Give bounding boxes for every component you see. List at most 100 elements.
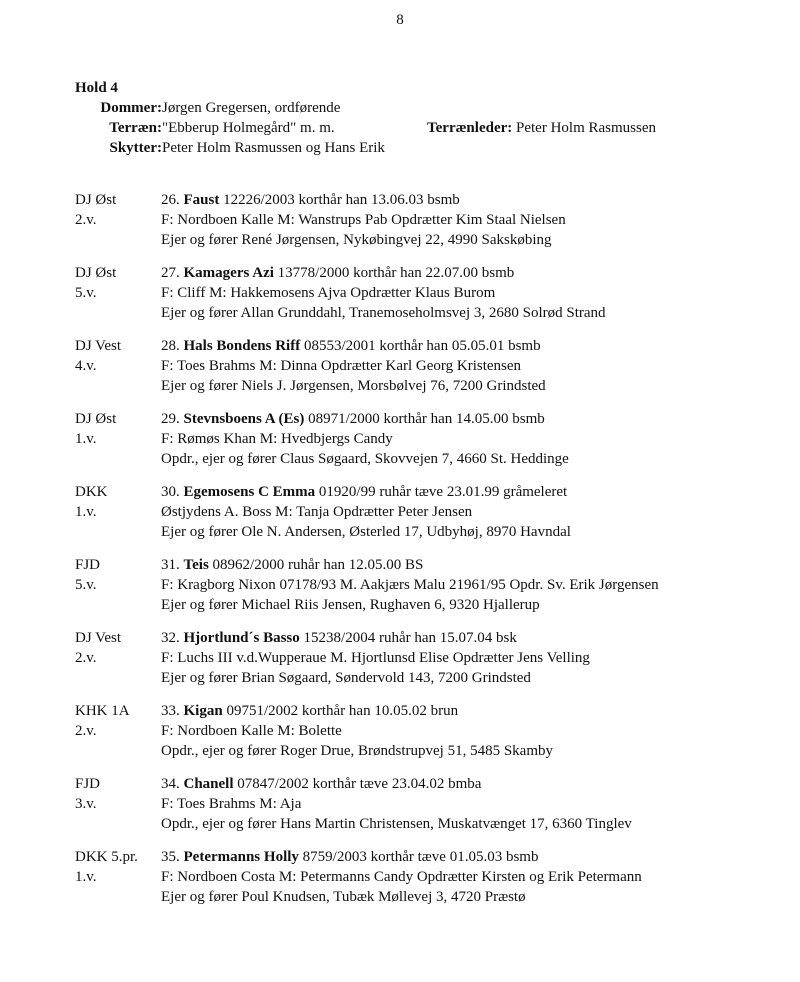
entry-placement: 1.v.: [75, 504, 97, 520]
entry-line1: 35. Petermanns Holly 8759/2003 korthår t…: [161, 847, 775, 867]
judges-row: Dommer: Jørgen Gregersen, ordførende: [75, 98, 775, 118]
entry-body: 34. Chanell 07847/2002 korthår tæve 23.0…: [161, 774, 775, 834]
dog-name: Kigan: [183, 703, 223, 719]
entry-line1: 31. Teis 08962/2000 ruhår han 12.05.00 B…: [161, 555, 775, 575]
entry-body: 32. Hjortlund´s Basso 15238/2004 ruhår h…: [161, 628, 775, 688]
page-number: 8: [396, 12, 404, 28]
dog-details: 01920/99 ruhår tæve 23.01.99 gråmeleret: [315, 484, 568, 500]
entry-owner: Opdr., ejer og fører Hans Martin Christe…: [161, 816, 632, 832]
entry-club: DJ Vest: [75, 338, 121, 354]
entry-line1: 32. Hjortlund´s Basso 15238/2004 ruhår h…: [161, 628, 775, 648]
entry-line1: 27. Kamagers Azi 13778/2000 korthår han …: [161, 263, 775, 283]
shooters-row: Skytter: Peter Holm Rasmussen og Hans Er…: [75, 138, 775, 158]
dog-name: Kamagers Azi: [183, 265, 274, 281]
dog-details: 09751/2002 korthår han 10.05.02 brun: [222, 703, 459, 719]
entry-line1: 33. Kigan 09751/2002 korthår han 10.05.0…: [161, 701, 775, 721]
entry-club: FJD: [75, 557, 101, 573]
entry: DJ Vest 2.v. 32. Hjortlund´s Basso 15238…: [75, 628, 775, 688]
entry-body: 30. Egemosens C Emma 01920/99 ruhår tæve…: [161, 482, 775, 542]
entry-class: KHK 1A 2.v.: [75, 701, 161, 761]
entry-line1: 30. Egemosens C Emma 01920/99 ruhår tæve…: [161, 482, 775, 502]
shooters-value: Peter Holm Rasmussen og Hans Erik: [162, 140, 385, 156]
entry-line1: 26. Faust 12226/2003 korthår han 13.06.0…: [161, 190, 775, 210]
dog-name: Teis: [183, 557, 209, 573]
entry-parents: F: Nordboen Costa M: Petermanns Candy Op…: [161, 869, 642, 885]
entry-owner: Ejer og fører Niels J. Jørgensen, Morsbø…: [161, 378, 546, 394]
dog-details: 08553/2001 korthår han 05.05.01 bsmb: [300, 338, 541, 354]
entry-body: 35. Petermanns Holly 8759/2003 korthår t…: [161, 847, 775, 907]
entry: DJ Øst 5.v. 27. Kamagers Azi 13778/2000 …: [75, 263, 775, 323]
entry-body: 28. Hals Bondens Riff 08553/2001 korthår…: [161, 336, 775, 396]
entry-placement: 5.v.: [75, 577, 97, 593]
entry-class: DJ Vest 2.v.: [75, 628, 161, 688]
dog-name: Petermanns Holly: [183, 849, 299, 865]
shooters-label: Skytter:: [109, 140, 163, 156]
entry-number: 30.: [161, 484, 180, 500]
entry-line1: 28. Hals Bondens Riff 08553/2001 korthår…: [161, 336, 775, 356]
judges-label: Dommer:: [100, 100, 162, 116]
entry-placement: 2.v.: [75, 650, 97, 666]
entry-parents: F: Kragborg Nixon 07178/93 M. Aakjærs Ma…: [161, 577, 659, 593]
dog-name: Hjortlund´s Basso: [183, 630, 300, 646]
entry-placement: 2.v.: [75, 212, 97, 228]
entry-club: DKK: [75, 484, 108, 500]
entry: KHK 1A 2.v. 33. Kigan 09751/2002 korthår…: [75, 701, 775, 761]
entry: DJ Vest 4.v. 28. Hals Bondens Riff 08553…: [75, 336, 775, 396]
entry-body: 29. Stevnsboens A (Es) 08971/2000 korthå…: [161, 409, 775, 469]
entry: FJD 5.v. 31. Teis 08962/2000 ruhår han 1…: [75, 555, 775, 615]
dog-name: Stevnsboens A (Es): [183, 411, 305, 427]
entry-body: 31. Teis 08962/2000 ruhår han 12.05.00 B…: [161, 555, 775, 615]
entry-owner: Opdr., ejer og fører Roger Drue, Brøndst…: [161, 743, 554, 759]
dog-details: 08962/2000 ruhår han 12.05.00 BS: [208, 557, 424, 573]
dog-details: 13778/2000 korthår han 22.07.00 bsmb: [273, 265, 515, 281]
entry-club: FJD: [75, 776, 101, 792]
dog-details: 07847/2002 korthår tæve 23.04.02 bmba: [233, 776, 482, 792]
entry-class: FJD 3.v.: [75, 774, 161, 834]
entry-placement: 3.v.: [75, 796, 97, 812]
entry-number: 26.: [161, 192, 180, 208]
entry: FJD 3.v. 34. Chanell 07847/2002 korthår …: [75, 774, 775, 834]
dog-name: Chanell: [183, 776, 234, 792]
judges-value: Jørgen Gregersen, ordførende: [162, 100, 341, 116]
entry-parents: F: Toes Brahms M: Dinna Opdrætter Karl G…: [161, 358, 522, 374]
entry-line1: 34. Chanell 07847/2002 korthår tæve 23.0…: [161, 774, 775, 794]
entry-class: DJ Øst 1.v.: [75, 409, 161, 469]
entry-owner: Ejer og fører Brian Søgaard, Søndervold …: [161, 670, 531, 686]
hold-title: Hold 4: [75, 80, 118, 96]
entry-club: DJ Øst: [75, 411, 117, 427]
entry-number: 35.: [161, 849, 180, 865]
entry-class: DKK 5.pr. 1.v.: [75, 847, 161, 907]
entry-parents: F: Nordboen Kalle M: Bolette: [161, 723, 342, 739]
terrain-label: Terræn:: [109, 120, 162, 136]
dog-details: 15238/2004 ruhår han 15.07.04 bsk: [299, 630, 517, 646]
entry: DJ Øst 2.v. 26. Faust 12226/2003 korthår…: [75, 190, 775, 250]
entry-placement: 2.v.: [75, 723, 97, 739]
dog-name: Faust: [183, 192, 220, 208]
entry-class: FJD 5.v.: [75, 555, 161, 615]
entry-class: DJ Vest 4.v.: [75, 336, 161, 396]
entry-parents: F: Toes Brahms M: Aja: [161, 796, 302, 812]
entry-body: 33. Kigan 09751/2002 korthår han 10.05.0…: [161, 701, 775, 761]
entry-list: DJ Øst 2.v. 26. Faust 12226/2003 korthår…: [75, 190, 775, 920]
entry-class: DKK 1.v.: [75, 482, 161, 542]
entry-number: 31.: [161, 557, 180, 573]
dog-details: 8759/2003 korthår tæve 01.05.03 bsmb: [298, 849, 539, 865]
entry-club: DJ Øst: [75, 265, 117, 281]
entry: DKK 1.v. 30. Egemosens C Emma 01920/99 r…: [75, 482, 775, 542]
entry-owner: Opdr., ejer og fører Claus Søgaard, Skov…: [161, 451, 569, 467]
entry-line1: 29. Stevnsboens A (Es) 08971/2000 korthå…: [161, 409, 775, 429]
entry-number: 29.: [161, 411, 180, 427]
entry-body: 26. Faust 12226/2003 korthår han 13.06.0…: [161, 190, 775, 250]
dog-name: Egemosens C Emma: [183, 484, 316, 500]
terrain-value: "Ebberup Holmegård" m. m.: [162, 120, 335, 136]
entry-club: DJ Øst: [75, 192, 117, 208]
hold-header: Hold 4 Dommer: Jørgen Gregersen, ordføre…: [75, 78, 775, 158]
entry-owner: Ejer og fører Michael Riis Jensen, Rugha…: [161, 597, 540, 613]
terrain-leader-value: Peter Holm Rasmussen: [516, 120, 657, 136]
entry-placement: 1.v.: [75, 869, 97, 885]
terrain-leader-label: Terrænleder:: [427, 120, 513, 136]
entry: DJ Øst 1.v. 29. Stevnsboens A (Es) 08971…: [75, 409, 775, 469]
entry-parents: F: Rømøs Khan M: Hvedbjergs Candy: [161, 431, 393, 447]
entry: DKK 5.pr. 1.v. 35. Petermanns Holly 8759…: [75, 847, 775, 907]
entry-body: 27. Kamagers Azi 13778/2000 korthår han …: [161, 263, 775, 323]
